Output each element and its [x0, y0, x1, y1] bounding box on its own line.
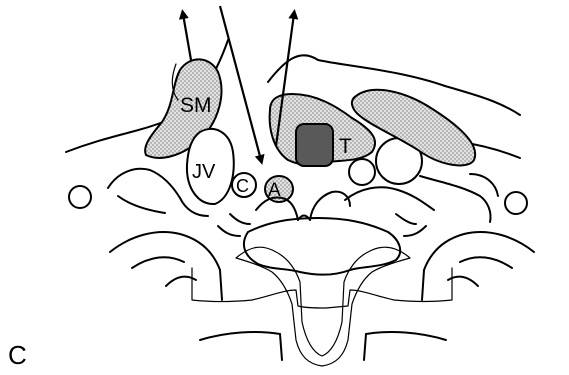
- lower-right-contour-2: [460, 257, 512, 268]
- label-t: T: [339, 135, 352, 158]
- label-jv: JV: [192, 161, 216, 183]
- lower-left-contour-4: [218, 226, 240, 236]
- bottom-right-tick: [364, 334, 366, 360]
- lower-right-contour-1: [422, 232, 534, 300]
- bottom-right-bracket: [366, 332, 446, 340]
- lower-right-contour-4: [404, 226, 426, 236]
- left-mid-contour-2: [118, 196, 165, 213]
- label-c: C: [236, 176, 249, 196]
- bottom-left-bracket: [200, 332, 280, 340]
- label-a: A: [268, 180, 281, 201]
- panel-label: C: [8, 340, 27, 370]
- arrow-up-left: [183, 14, 191, 60]
- right-small-circle: [349, 159, 375, 185]
- bottom-left-tick: [280, 334, 282, 360]
- right-outer-circle: [505, 192, 527, 214]
- right-mid-contour-1: [345, 187, 434, 210]
- lower-left-contour-5: [230, 214, 250, 224]
- right-mid-contour-2: [420, 176, 491, 222]
- t-dark-core: [296, 124, 333, 166]
- vertebral-body: [244, 218, 400, 275]
- left-mid-contour-1: [108, 169, 180, 198]
- lower-right-contour-5: [396, 214, 416, 224]
- lower-left-contour-2: [132, 257, 184, 268]
- left-outer-circle: [69, 186, 91, 208]
- lower-left-contour-1: [110, 232, 222, 300]
- label-sm: SM: [180, 94, 212, 117]
- central-right-arch: [310, 192, 350, 220]
